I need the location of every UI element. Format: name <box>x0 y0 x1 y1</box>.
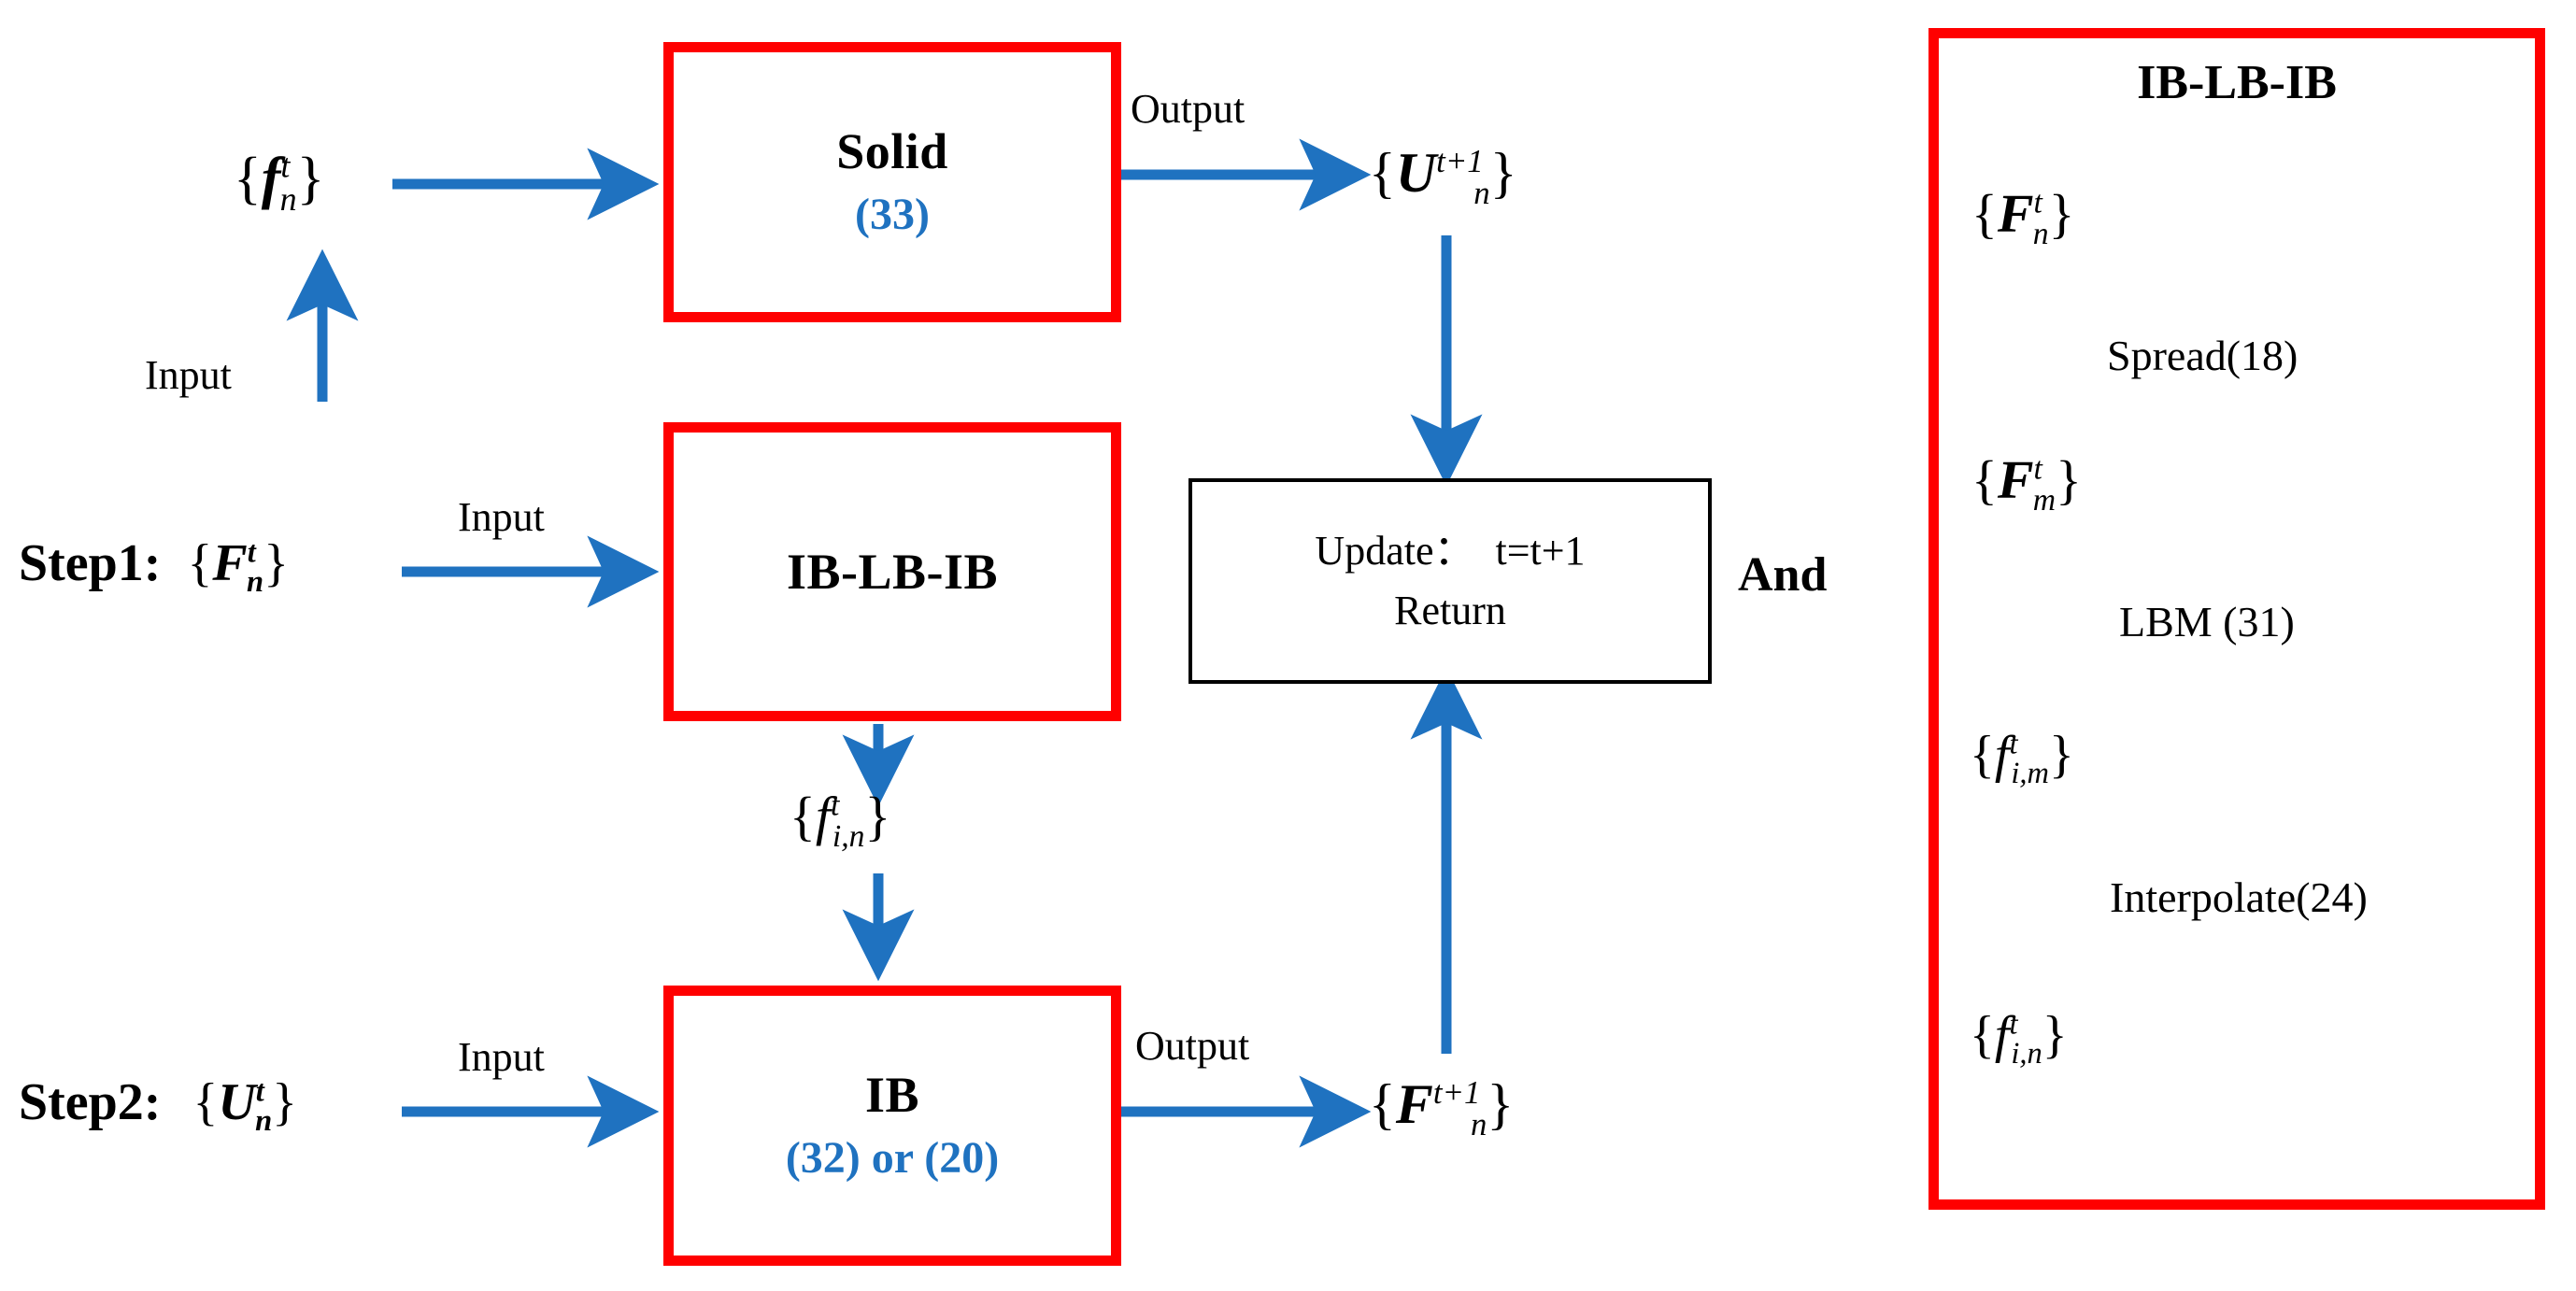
ib-box-eqref: (32) or (20) <box>785 1133 1000 1184</box>
right-detail-panel-frame: IB-LB-IB <box>1928 28 2545 1210</box>
panel-node-3: {fti,n} <box>1970 1006 2068 1071</box>
solid-box[interactable]: Solid (33) <box>663 42 1121 322</box>
iblbib-box-title: IB-LB-IB <box>786 543 999 600</box>
update-box-line2: Return <box>1394 588 1506 633</box>
right-panel-title: IB-LB-IB <box>2137 56 2337 109</box>
panel-node-0: {Ftn} <box>1971 183 2075 251</box>
panel-node-2: {fti,m} <box>1970 726 2074 791</box>
label-input-step1: Input <box>458 494 545 540</box>
label-output-top: Output <box>1131 86 1245 132</box>
label-input-vertical: Input <box>145 352 232 398</box>
label-and: And <box>1738 548 1828 602</box>
ib-box[interactable]: IB (32) or (20) <box>663 986 1121 1266</box>
label-step2-text: Step2: <box>19 1073 162 1131</box>
label-f-next: {Ft+1n} <box>1369 1073 1515 1143</box>
ib-box-title: IB <box>864 1067 920 1124</box>
panel-step-1: LBM (31) <box>2119 598 2295 646</box>
panel-step-2: Interpolate(24) <box>2110 873 2368 921</box>
iblbib-box[interactable]: IB-LB-IB <box>663 422 1121 721</box>
panel-node-1: {Ftm} <box>1971 449 2082 518</box>
solid-box-title: Solid <box>836 123 948 180</box>
update-box[interactable]: Update： t=t+1 Return <box>1188 478 1712 684</box>
solid-box-eqref: (33) <box>855 190 930 240</box>
label-fn-t: {ftn} <box>234 147 325 218</box>
label-step2: Step2: {Utn} <box>19 1073 298 1139</box>
label-u-next: {Ut+1n} <box>1369 142 1517 212</box>
label-input-step2: Input <box>458 1034 545 1080</box>
label-step1-text: Step1: <box>19 534 162 592</box>
update-box-line1: Update： t=t+1 <box>1315 528 1586 575</box>
label-fin-t: {fti,n} <box>790 786 891 854</box>
panel-step-0: Spread(18) <box>2107 332 2298 379</box>
label-step1: Step1: {Ftn} <box>19 534 289 600</box>
label-output-bottom: Output <box>1135 1023 1250 1069</box>
